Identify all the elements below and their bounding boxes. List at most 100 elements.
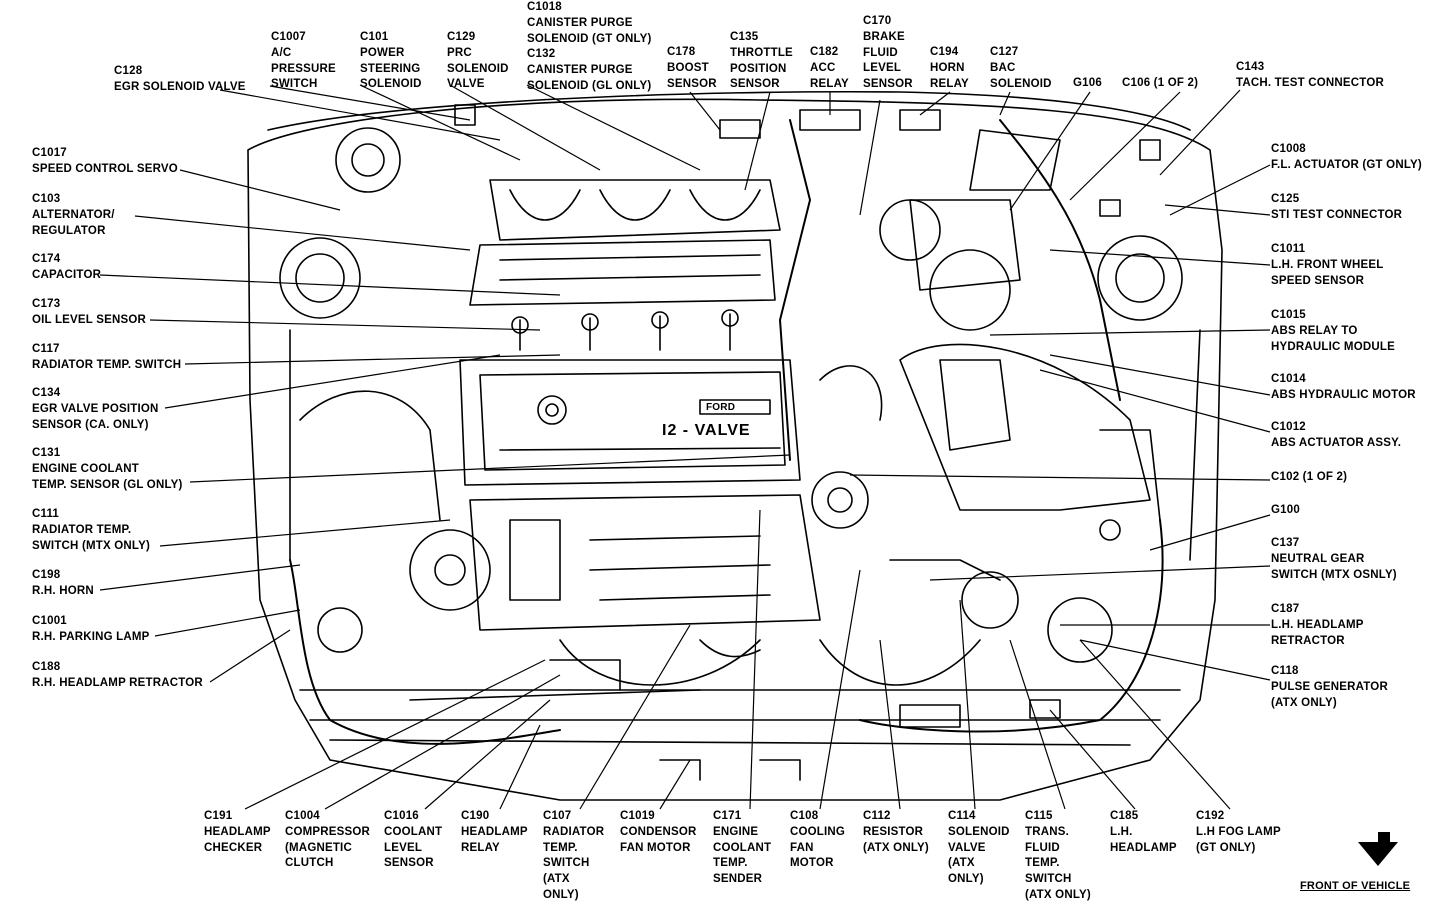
callout-code: C106 (1 OF 2) [1122, 77, 1199, 89]
callout-text: HYDRAULIC MODULE [1271, 340, 1395, 353]
callout-text: (ATX ONLY) [863, 841, 929, 854]
callout-text: COOLANT [713, 841, 772, 854]
callout-text: RELAY [461, 841, 500, 854]
leader-line [359, 84, 521, 161]
callout-code: C108 [790, 810, 819, 822]
callout-text: FLUID [1025, 841, 1060, 854]
callout-text: L.H. FRONT WHEEL [1271, 258, 1384, 271]
callout-text: ONLY) [543, 888, 579, 901]
callout-code: C1008 [1271, 143, 1306, 155]
callout-text: MOTOR [790, 857, 834, 870]
callout-text: SWITCH [1025, 873, 1072, 886]
callout-code: C137 [1271, 537, 1300, 549]
callout-text: SENDER [713, 873, 763, 886]
callout-text: BRAKE [863, 30, 905, 43]
callout-text: EGR VALVE POSITION [32, 402, 159, 415]
leader-line [1159, 89, 1241, 176]
callout-code: C128 [114, 65, 143, 77]
callout-text: COOLANT [384, 825, 443, 838]
leader-line [744, 91, 771, 191]
callout-code: C107 [543, 810, 572, 822]
callout-text: CANISTER PURGE [527, 64, 633, 77]
callout-text: (GT ONLY) [1196, 841, 1256, 854]
callout-text: A/C [271, 46, 292, 59]
leader-line [526, 84, 701, 171]
callout-code: C1018 [527, 1, 562, 13]
callout-code: C178 [667, 46, 696, 58]
callout-text: PULSE GENERATOR [1271, 680, 1388, 693]
callout-text: ABS HYDRAULIC MOTOR [1271, 388, 1416, 401]
callout-g106: G106 [1073, 76, 1102, 92]
callout-text: L.H FOG LAMP [1196, 825, 1281, 838]
callout-code: C127 [990, 46, 1019, 58]
callout-text: R.H. PARKING LAMP [32, 630, 150, 643]
callout-text: SOLENOID [990, 77, 1052, 90]
callout-code: C1015 [1271, 309, 1306, 321]
callout-code: C118 [1271, 665, 1299, 677]
callout-code: C115 [1025, 810, 1053, 822]
leader-line [219, 89, 501, 141]
leader-line [859, 99, 881, 216]
valve-inscription: I2 - VALVE [662, 422, 751, 439]
callout-text: ACC [810, 61, 836, 74]
callout-text: FLUID [863, 46, 898, 59]
callout-text: RESISTOR [863, 825, 924, 838]
callout-text: PRC [447, 46, 472, 59]
callout-text: (ATX [948, 857, 975, 870]
callout-text: SENSOR [667, 77, 717, 90]
leader-line [269, 85, 471, 121]
callout-code: C102 (1 OF 2) [1271, 471, 1348, 483]
callout-text: ENGINE [713, 825, 759, 838]
callout-text: SENSOR [863, 78, 913, 91]
callout-code: C1001 [32, 615, 67, 627]
leader-line [149, 319, 541, 331]
callout-text: TRANS. [1025, 825, 1070, 838]
callout-text: CLUTCH [285, 857, 334, 870]
leader-line [99, 274, 561, 296]
callout-text: (ATX ONLY) [1025, 888, 1091, 901]
leader-line [1079, 639, 1271, 681]
leader-line [879, 639, 901, 810]
callout-text: TEMP. [1025, 857, 1060, 870]
leader-line [424, 699, 551, 810]
callout-code: C173 [32, 298, 61, 310]
callout-text: SOLENOID (GL ONLY) [527, 79, 652, 92]
callout-text: HEADLAMP [461, 825, 528, 838]
leader-line [1079, 639, 1231, 810]
leader-line [99, 564, 301, 591]
callout-text: FAN [790, 841, 814, 854]
leader-line [749, 509, 761, 810]
leader-line [499, 724, 541, 810]
callout-text: VALVE [948, 841, 986, 854]
callout-text: CHECKER [204, 841, 263, 854]
leader-line [1049, 354, 1271, 396]
callout-code: C170 [863, 15, 892, 27]
callout-code: C101 [360, 31, 389, 43]
callout-code: C191 [204, 810, 233, 822]
callout-code: C1011 [1271, 243, 1306, 255]
leader-line [659, 759, 691, 810]
leader-line [929, 565, 1271, 581]
callout-text: SWITCH [271, 78, 318, 91]
callout-text: TEMP. [713, 857, 748, 870]
callout-code: C1014 [1271, 373, 1306, 385]
callout-text: SWITCH [543, 857, 590, 870]
callout-text: PRESSURE [271, 62, 336, 75]
